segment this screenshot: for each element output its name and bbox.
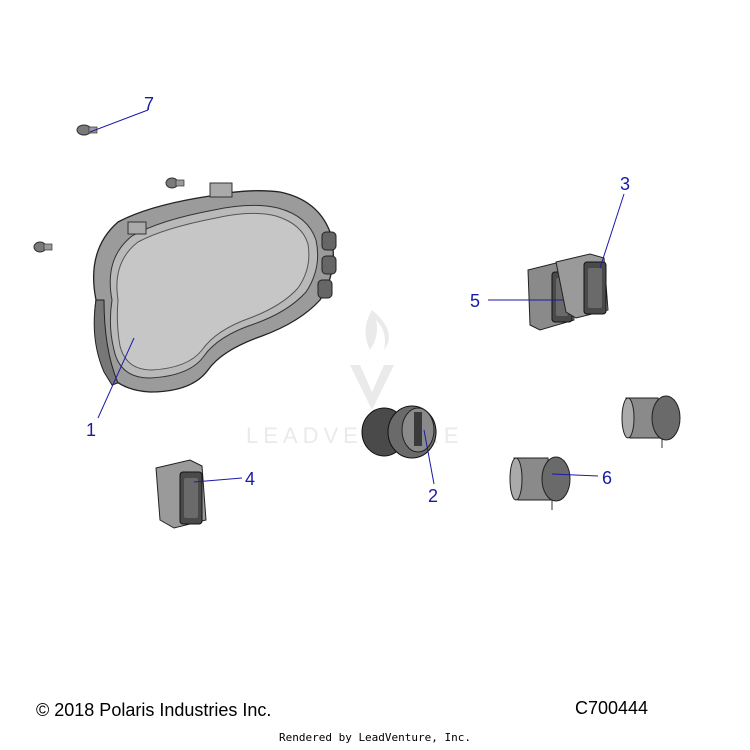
callout-1: 1 (86, 420, 96, 440)
callout-6: 6 (602, 468, 612, 488)
leader-line-4 (193, 477, 243, 483)
copyright-notice: © 2018 Polaris Industries Inc. (36, 700, 272, 720)
ignition-switch (361, 405, 437, 459)
rocker-switch-4 (155, 459, 207, 529)
screw-middle (165, 177, 185, 189)
leader-line-6 (551, 473, 599, 477)
power-outlet-lower (509, 456, 571, 510)
screw-top (76, 124, 98, 136)
rocker-switch-3 (555, 253, 609, 319)
diagram-id: C700444 (575, 698, 649, 718)
power-outlet-upper (621, 395, 681, 448)
leader-line-7 (89, 109, 149, 133)
callout-4: 4 (245, 469, 255, 489)
callout-3: 3 (620, 174, 630, 194)
screw-left (33, 241, 53, 253)
rendered-by-credit: Rendered by LeadVenture, Inc. (278, 731, 472, 744)
callout-7: 7 (144, 94, 154, 114)
instrument-cluster (93, 182, 337, 393)
callout-5: 5 (470, 291, 480, 311)
leader-line-2 (423, 429, 435, 485)
leader-line-1 (97, 337, 135, 419)
leader-line-3 (599, 193, 625, 269)
callout-2: 2 (428, 486, 438, 506)
